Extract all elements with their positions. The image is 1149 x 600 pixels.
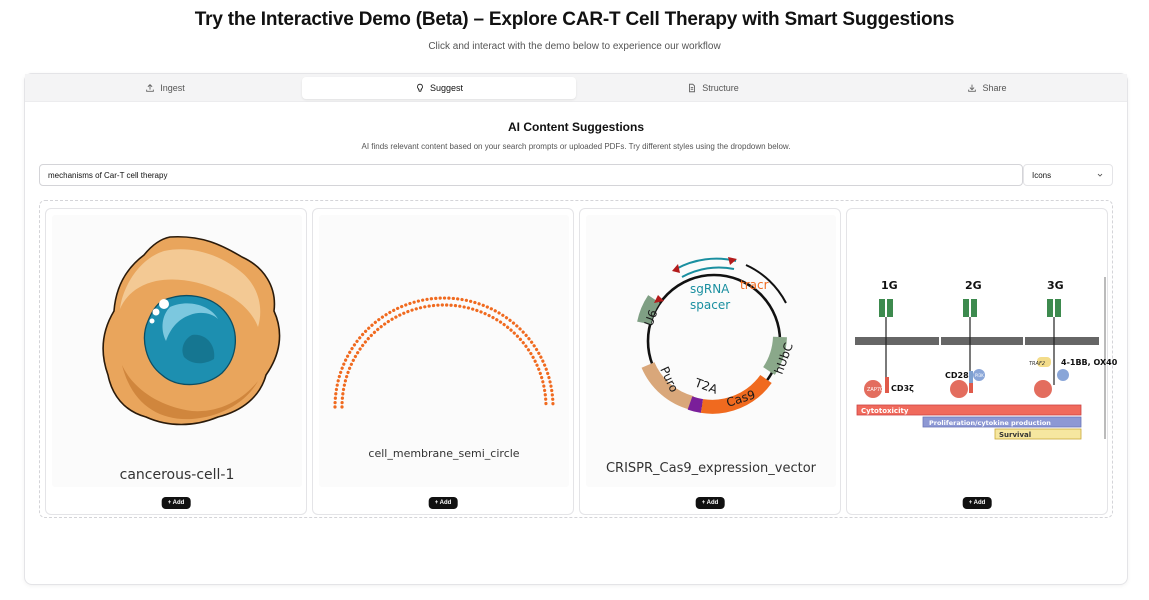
cd28-label: CD28 [945, 371, 969, 380]
cancerous-cell-illustration: cancerous-cell-1 [52, 215, 302, 487]
add-button[interactable]: + Add [428, 497, 458, 509]
plasmid-label-sgrna: sgRNA [690, 282, 730, 296]
tab-share[interactable]: Share [850, 77, 1124, 99]
suggestion-card[interactable]: cancerous-cell-1 + Add [45, 208, 307, 515]
suggestion-card[interactable]: 1G 2G 3G ZAP70 [846, 208, 1118, 515]
proliferation-bar-label: Proliferation/cytokine production [929, 419, 1051, 427]
cd3z-label: CD3ζ [891, 384, 914, 393]
card-label: CRISPR_Cas9_expression_vector [605, 461, 816, 476]
style-dropdown[interactable]: Icons [1023, 164, 1113, 186]
style-dropdown-value: Icons [1032, 170, 1052, 180]
generation-label-3g: 3G [1047, 279, 1064, 292]
membrane-illustration: cell_membrane_semi_circle [319, 215, 569, 487]
tab-structure[interactable]: Structure [576, 77, 850, 99]
page-title: Try the Interactive Demo (Beta) – Explor… [194, 9, 955, 30]
tab-label: Suggest [429, 82, 464, 93]
membrane-dots [333, 296, 555, 409]
plasmid-label-u6: U6 [642, 308, 661, 328]
chevron-down-icon [1097, 173, 1103, 177]
page-subtitle: Click and interact with the demo below t… [428, 41, 721, 52]
pi3k-label: PI3K [975, 373, 984, 378]
tab-suggest[interactable]: Suggest [302, 76, 576, 99]
card-label: cell_membrane_semi_circle [368, 447, 520, 460]
card-label: cancerous-cell-1 [119, 467, 235, 483]
plasmid-label-tracr: tracr [740, 278, 769, 292]
upload-icon [146, 83, 155, 92]
demo-frame: Ingest Suggest Structure Share AI Conten… [24, 73, 1128, 585]
tab-label: Share [982, 82, 1007, 93]
tab-label: Structure [702, 82, 739, 93]
lightbulb-icon [417, 83, 423, 92]
download-icon [968, 84, 977, 92]
tab-label: Ingest [160, 82, 185, 93]
generation-label-2g: 2G [965, 279, 982, 292]
plasmid-illustration: U6 sgRNA spacer tracr hUbC Puro T2A Cas9… [586, 215, 836, 487]
cytotoxicity-bar-label: Cytotoxicity [861, 407, 909, 415]
document-icon [689, 83, 696, 92]
suggestion-card[interactable]: cell_membrane_semi_circle + Add [312, 208, 574, 515]
suggestion-card[interactable]: U6 sgRNA spacer tracr hUbC Puro T2A Cas9… [579, 208, 841, 515]
add-button[interactable]: + Add [695, 497, 725, 509]
search-input[interactable] [39, 164, 1023, 186]
section-description: AI finds relevant content based on your … [361, 142, 791, 151]
tab-ingest[interactable]: Ingest [28, 77, 302, 99]
tab-bar: Ingest Suggest Structure Share [25, 74, 1127, 102]
car-generations-illustration: 1G 2G 3G ZAP70 [853, 215, 1118, 487]
add-button[interactable]: + Add [161, 497, 191, 509]
traf2-label: TRAF2 [1029, 361, 1045, 367]
generation-label-1g: 1G [881, 279, 898, 292]
add-button[interactable]: + Add [962, 497, 992, 509]
survival-bar-label: Survival [999, 431, 1031, 439]
costim-label: 4-1BB, OX40 [1061, 358, 1118, 367]
plasmid-label-spacer: spacer [690, 298, 730, 312]
plasmid-label-t2a: T2A [692, 375, 720, 397]
zap70-label: ZAP70 [867, 387, 883, 393]
section-title: AI Content Suggestions [508, 120, 644, 134]
suggestions-grid: cancerous-cell-1 + Add cell_membrane_sem… [39, 200, 1118, 518]
